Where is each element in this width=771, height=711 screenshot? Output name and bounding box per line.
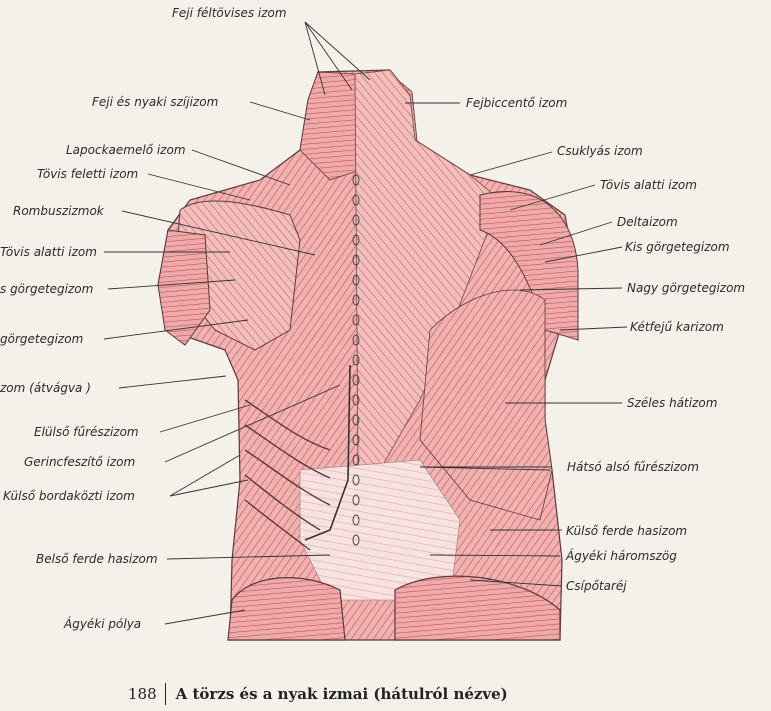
label-kulso-bordakozti: Külső bordaközti izom: [3, 489, 135, 503]
label-feji-feltovises: Feji féltövises izom: [172, 6, 287, 20]
label-delta: Deltaizom: [617, 215, 678, 229]
label-gerincfeszito: Gerincfeszítő izom: [24, 455, 136, 469]
left-arm-stump: [157, 229, 211, 346]
label-agyeki-haromszog: Ágyéki háromszög: [566, 549, 677, 563]
label-fejbiccento: Fejbiccentő izom: [466, 96, 568, 110]
spinous-processes: [352, 174, 360, 546]
left-gluteal: [227, 577, 346, 641]
label-ketfeju: Kétfejű karizom: [630, 320, 724, 334]
label-agyeki-polya: Ágyéki pólya: [64, 617, 142, 631]
label-nagy-gorgete-left: görgetegizom: [0, 332, 84, 346]
erector-spinae-edge: [304, 364, 351, 541]
label-rombusz: Rombuszizmok: [13, 204, 104, 218]
label-atvagva: zom (átvágva ): [0, 381, 91, 395]
label-elulso-fureszizom: Elülső fűrészizom: [34, 425, 139, 439]
szeles-hatizom: [419, 289, 553, 521]
label-hatso-also-fureszizom: Hátsó alsó fűrészizom: [567, 460, 699, 474]
label-csipotarej: Csípőtaréj: [566, 579, 627, 593]
leader-lines: [103, 21, 628, 625]
left-ribs: [244, 399, 331, 551]
label-csuklyas: Csuklyás izom: [557, 144, 643, 158]
label-tovis-alatti-left: Tövis alatti izom: [0, 245, 97, 259]
caption-divider: [164, 683, 166, 705]
deltaizom: [479, 191, 579, 341]
label-belso-ferde: Belső ferde hasizom: [36, 552, 158, 566]
label-tovis-feletti: Tövis feletti izom: [37, 167, 139, 181]
figure-caption: 188 A törzs és a nyak izmai (hátulról néz…: [128, 683, 508, 705]
label-nagy-gorgete-right: Nagy görgetegizom: [627, 281, 746, 295]
label-szeles-hat: Széles hátizom: [627, 396, 718, 410]
caption-title: A törzs és a nyak izmai (hátulról nézve): [175, 685, 508, 703]
label-kis-gorgete-left: s görgetegizom: [0, 282, 94, 296]
page-number: 188: [128, 685, 157, 703]
right-gluteal: [394, 575, 561, 641]
label-tovis-alatti-right: Tövis alatti izom: [600, 178, 697, 192]
label-feji-nyaki-szij: Feji és nyaki szíjizom: [92, 95, 219, 109]
label-kulso-ferde: Külső ferde hasizom: [566, 524, 688, 538]
label-lapockaemelo: Lapockaemelő izom: [66, 143, 186, 157]
label-kis-gorgete-right: Kis görgetegizom: [625, 240, 730, 254]
